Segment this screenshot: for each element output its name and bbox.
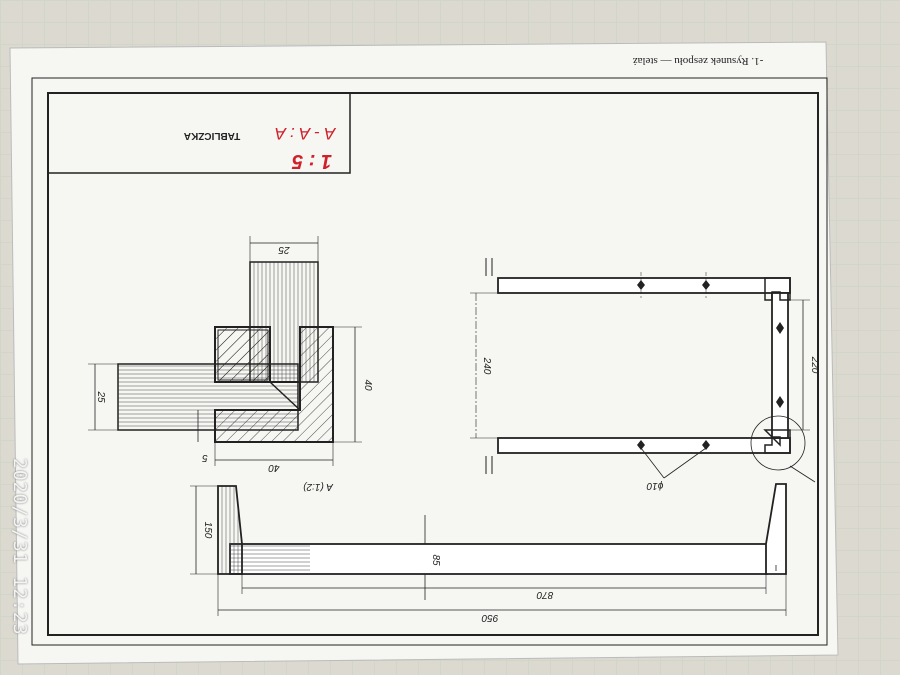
dim-front-width: 240 — [481, 357, 492, 375]
left-end-piece — [217, 485, 243, 575]
dim-bottom-height: 150 — [202, 522, 213, 539]
dim-detail-gap: 5 — [202, 452, 208, 463]
hole-markers — [637, 280, 784, 450]
dim-bottom-thickness: 85 — [430, 554, 441, 566]
paper-sheet — [9, 41, 839, 665]
front-view: 240 220 ϕ10 — [470, 258, 820, 491]
dim-front-inner: 220 — [809, 356, 820, 374]
outer-frame — [31, 77, 828, 646]
dim-detail-top: 25 — [278, 244, 291, 255]
dim-hole: ϕ10 — [646, 480, 663, 491]
right-end-piece — [765, 483, 787, 575]
dim-bottom-inner-length: 870 — [536, 589, 553, 600]
title-block-section: A - A : A — [275, 124, 337, 143]
dim-detail-right: 40 — [362, 379, 373, 391]
bottom-view: 150 85 870 950 — [190, 483, 787, 623]
dim-bottom-length: 950 — [481, 612, 498, 623]
long-board — [229, 543, 768, 575]
detail-a-section: 25 25 40 40 5 A (1:2) — [88, 236, 373, 492]
title-block-scale: 1 : 5 — [291, 150, 332, 172]
photo-timestamp: 2020/3/31 12:23 — [9, 458, 30, 636]
dim-detail-left: 25 — [95, 390, 106, 403]
detail-caption: A (1:2) — [303, 481, 334, 492]
detail-circle — [750, 415, 806, 471]
inner-frame — [47, 92, 819, 636]
title-block-label: TABLICZKA — [184, 130, 240, 141]
sheet-title: -1. Rysunek zespołu — stelaż — [633, 55, 764, 67]
title-block — [47, 92, 351, 174]
dim-detail-bottom: 40 — [268, 462, 280, 473]
